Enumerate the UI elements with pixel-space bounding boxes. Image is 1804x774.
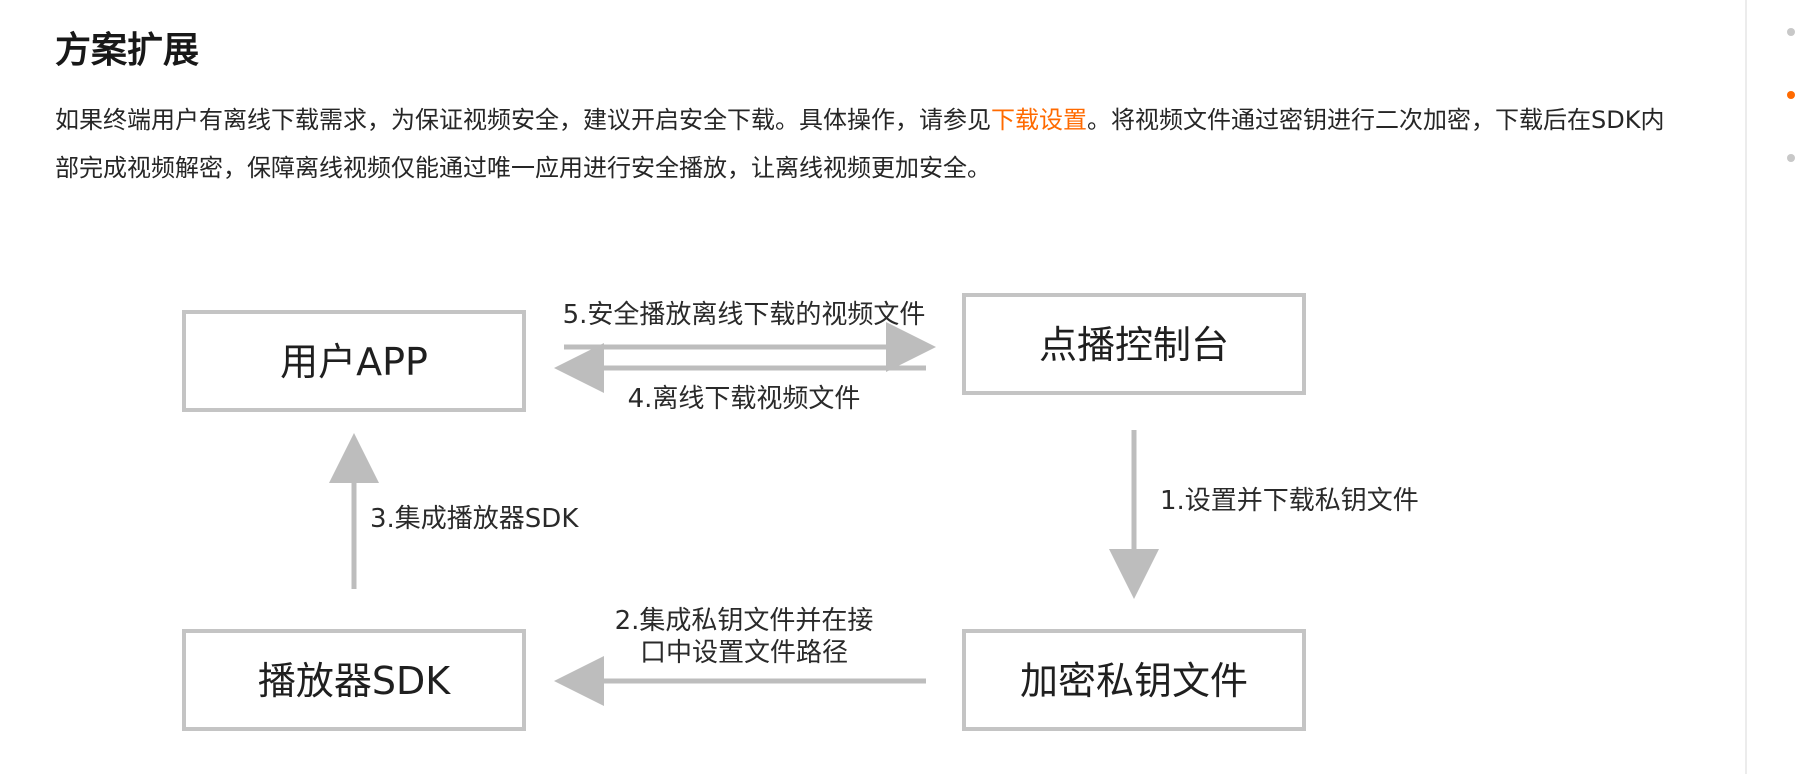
download-settings-link[interactable]: 下载设置: [991, 106, 1087, 134]
node-user-app-label: 用户APP: [280, 340, 428, 384]
toc-rail-dot-3[interactable]: [1787, 154, 1795, 162]
edge-step5-label: 5.安全播放离线下载的视频文件: [563, 300, 926, 330]
paragraph-text-before: 如果终端用户有离线下载需求，为保证视频安全，建议开启安全下载。具体操作，请参见: [55, 106, 991, 134]
edge-step2-label-line1: 2.集成私钥文件并在接: [615, 606, 874, 636]
node-player-sdk: 播放器SDK: [182, 629, 526, 731]
section-title: 方案扩展: [55, 30, 200, 71]
edge-step5: 5.安全播放离线下载的视频文件: [563, 300, 936, 372]
edge-step2-label-line2: 口中设置文件路径: [640, 638, 848, 668]
node-encrypted-key-file: 加密私钥文件: [962, 629, 1306, 731]
edge-step4: 4.离线下载视频文件: [554, 343, 926, 414]
doc-content: 方案扩展 如果终端用户有离线下载需求，为保证视频安全，建议开启安全下载。具体操作…: [55, 30, 1675, 731]
edge-step2: 2.集成私钥文件并在接 口中设置文件路径: [554, 606, 926, 706]
paragraph-text-after: 。将视频文件通过密钥进行二次加密，下载后在SDK内部完成视频解密，保障离线视频仅…: [55, 106, 1665, 182]
edge-step1-label: 1.设置并下载私钥文件: [1160, 486, 1419, 516]
toc-rail-dot-2[interactable]: [1787, 91, 1795, 99]
secure-download-flow-diagram: 用户APP 点播控制台 播放器SDK 加密私钥文件 5.安全播放离线下载的视频文…: [182, 293, 1419, 731]
edge-step4-label: 4.离线下载视频文件: [628, 384, 861, 414]
edge-step3-label: 3.集成播放器SDK: [370, 504, 579, 534]
node-user-app: 用户APP: [182, 310, 526, 412]
toc-rail-dot-1[interactable]: [1787, 28, 1795, 36]
edge-step3: 3.集成播放器SDK: [329, 433, 579, 589]
node-player-sdk-label: 播放器SDK: [258, 659, 451, 703]
toc-rail: [1745, 0, 1804, 774]
node-encrypted-key-file-label: 加密私钥文件: [1020, 659, 1248, 703]
section-paragraph: 如果终端用户有离线下载需求，为保证视频安全，建议开启安全下载。具体操作，请参见下…: [55, 96, 1675, 192]
edge-step1: 1.设置并下载私钥文件: [1109, 430, 1419, 599]
node-vod-console-label: 点播控制台: [1039, 323, 1229, 367]
node-vod-console: 点播控制台: [962, 293, 1306, 395]
